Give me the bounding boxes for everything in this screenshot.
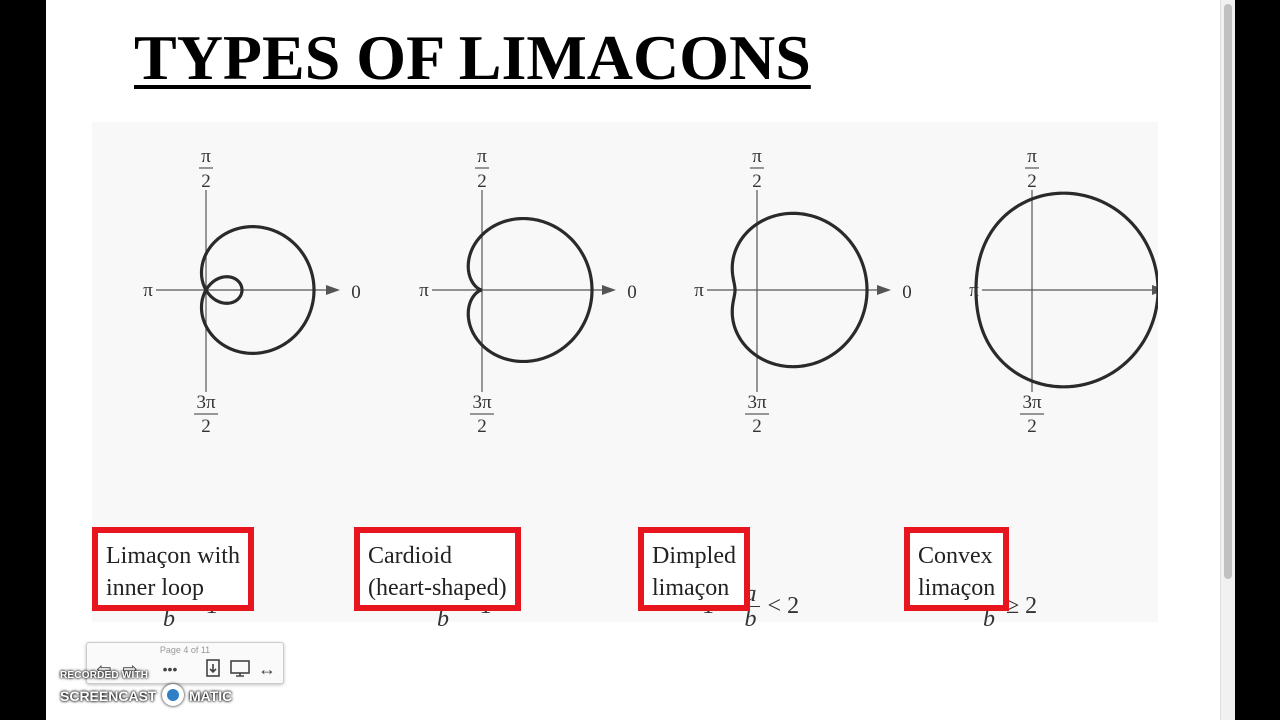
axis-label-pi-over-2: π: [201, 146, 211, 167]
scrollbar-thumb[interactable]: [1224, 4, 1232, 579]
limacon-graph-3: π 2 π 0 3π 2: [694, 146, 912, 437]
axis-label-3pi-over-2-den: 2: [477, 416, 487, 437]
axis-label-pi-over-2-den: 2: [752, 171, 762, 192]
limacon-graph-2: π 2 π 0 3π 2: [419, 146, 637, 437]
limacon-graphs: π2π03π2π2π03π2π2π03π2π2π03π2: [143, 146, 1158, 437]
arrow-right-icon[interactable]: ⇨: [122, 659, 138, 679]
axis-label-zero: 0: [351, 282, 361, 303]
axis-label-pi: π: [969, 280, 979, 301]
axis-label-3pi-over-2-den: 2: [752, 416, 762, 437]
page-title: TYPES OF LIMACONS: [134, 22, 811, 93]
limacon-curve: [466, 216, 594, 364]
axis-label-zero: 0: [902, 282, 912, 303]
axis-label-zero: 0: [627, 282, 637, 303]
axis-arrow-icon: [602, 285, 616, 295]
axis-label-3pi-over-2: 3π: [747, 392, 767, 413]
axis-label-pi-over-2-den: 2: [201, 171, 211, 192]
limacon-curve: [974, 191, 1158, 389]
present-icon[interactable]: [229, 659, 251, 679]
axis-label-pi-over-2-den: 2: [477, 171, 487, 192]
more-icon[interactable]: •••: [162, 661, 178, 677]
limacon-curve: [199, 225, 316, 355]
axis-label-pi-over-2: π: [752, 146, 762, 167]
watermark-brand-right: MATIC: [189, 688, 233, 704]
watermark-recorded-text: RECORDED WITH: [60, 670, 149, 681]
axis-arrow-icon: [877, 285, 891, 295]
fit-width-icon[interactable]: ↔: [258, 659, 276, 679]
screencast-logo-icon: [162, 684, 184, 706]
limacon-graph-1: π 2 π 0 3π 2: [143, 146, 361, 437]
axis-label-pi-over-2-den: 2: [1027, 171, 1037, 192]
viewer-toolbar: Page 4 of 11 ⇦ ⇨ ••• ↔: [86, 642, 284, 684]
download-icon[interactable]: [202, 659, 224, 679]
axis-label-pi: π: [143, 280, 153, 301]
axis-label-pi: π: [419, 280, 429, 301]
axis-label-3pi-over-2: 3π: [196, 392, 216, 413]
axis-label-3pi-over-2: 3π: [1022, 392, 1042, 413]
vertical-scrollbar[interactable]: [1220, 0, 1235, 720]
axis-label-3pi-over-2-den: 2: [1027, 416, 1037, 437]
axis-label-3pi-over-2-den: 2: [201, 416, 211, 437]
arrow-left-icon[interactable]: ⇦: [96, 659, 112, 679]
axis-label-pi: π: [694, 280, 704, 301]
axis-label-pi-over-2: π: [1027, 146, 1037, 167]
screencast-watermark: RECORDED WITH SCREENCAST MATIC: [58, 670, 248, 710]
axis-label-pi-over-2: π: [477, 146, 487, 167]
watermark-brand-left: SCREENCAST: [60, 688, 157, 704]
axis-arrow-icon: [326, 285, 340, 295]
axis-label-3pi-over-2: 3π: [472, 392, 492, 413]
limacon-curve: [730, 211, 869, 369]
limacon-name-box-2: Cardioid(heart-shaped): [354, 527, 521, 611]
page-indicator: Page 4 of 11: [159, 645, 211, 655]
